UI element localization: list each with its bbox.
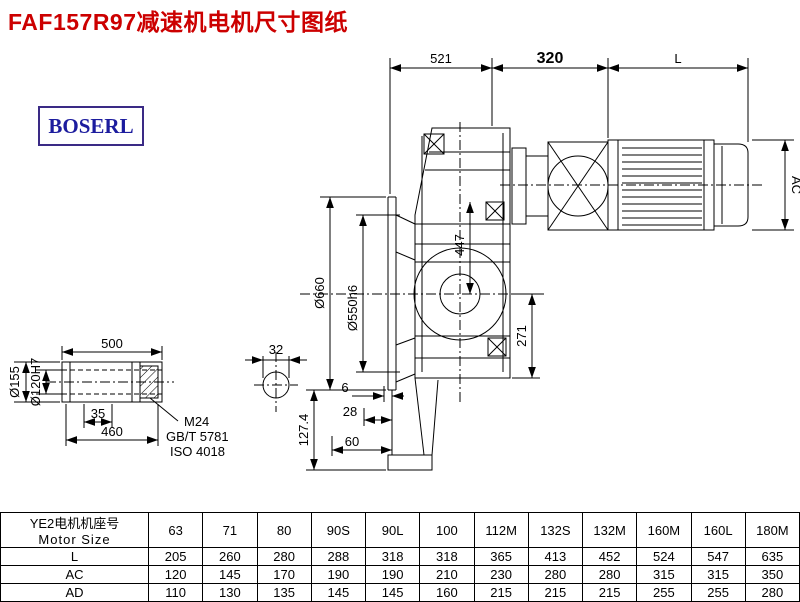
table-cell: 413: [527, 547, 584, 566]
motor-adapter: [511, 141, 609, 231]
mounting-foot: [387, 377, 439, 471]
table-size-header: 160M: [636, 512, 692, 548]
output-flange: [387, 196, 416, 391]
table-cell: 635: [744, 547, 800, 566]
table-cell: 318: [364, 547, 421, 566]
table-size-header: 180M: [744, 512, 800, 548]
table-cell: 160: [419, 583, 475, 602]
top-dimensions: 521 320 L: [389, 50, 749, 194]
table-row-label: AD: [0, 583, 149, 602]
table-cell: 318: [419, 547, 475, 566]
table-cell: 230: [473, 565, 529, 584]
label-bolt-std-gb: GB/T 5781: [166, 429, 229, 444]
dim-label-500: 500: [101, 336, 123, 351]
dim-label-60: 60: [345, 434, 359, 449]
dim-label-447: 447: [452, 234, 467, 256]
dim-label-shaft-bore: Ø120H7: [28, 358, 43, 406]
label-bolt-thread: M24: [184, 414, 209, 429]
table-cell: 145: [364, 583, 421, 602]
table-cell: 255: [690, 583, 746, 602]
table-cell: 260: [202, 547, 258, 566]
page-title: FAF157R97减速机电机尺寸图纸: [8, 9, 349, 35]
dim-label-521: 521: [430, 51, 452, 66]
foot-dimensions: 6 28 60 127.4: [296, 380, 404, 471]
label-bolt-std-iso: ISO 4018: [170, 444, 225, 459]
table-cell: 524: [636, 547, 692, 566]
table-cell: 215: [581, 583, 638, 602]
dim-label-28: 28: [343, 404, 357, 419]
table-row-label: AC: [0, 565, 149, 584]
table-size-header: 80: [256, 512, 312, 548]
table-cell: 215: [527, 583, 584, 602]
dim-label-flange-spigot: Ø550h6: [345, 285, 360, 331]
flange-diameter-dimensions: Ø660 Ø550h6: [312, 196, 400, 391]
dim-label-271: 271: [514, 325, 529, 347]
dim-label-shaft-od: Ø155: [7, 366, 22, 398]
logo-text: BOSERL: [48, 113, 134, 138]
table-size-header: 90L: [364, 512, 421, 548]
dim-label-35: 35: [91, 406, 105, 421]
table-cell: 315: [636, 565, 692, 584]
table-cell: 205: [147, 547, 204, 566]
table-row-label: L: [0, 547, 149, 566]
motor-ac-dimension: AC: [752, 139, 800, 231]
table-cell: 170: [256, 565, 312, 584]
dim-label-460: 460: [101, 424, 123, 439]
table-size-header: 132S: [527, 512, 584, 548]
table-cell: 210: [419, 565, 475, 584]
technical-drawing: 521 320 L AC: [7, 50, 800, 471]
table-cell: 145: [202, 565, 258, 584]
table-cell: 120: [147, 565, 204, 584]
fan-cover: [713, 143, 749, 227]
table-cell: 280: [527, 565, 584, 584]
table-cell: 145: [310, 583, 367, 602]
hollow-shaft-detail: [61, 361, 163, 403]
table-size-header: 90S: [310, 512, 367, 548]
table-cell: 315: [690, 565, 746, 584]
table-size-header: 132M: [581, 512, 638, 548]
table-cell: 280: [581, 565, 638, 584]
motor: [607, 139, 715, 231]
table-size-header: 71: [202, 512, 258, 548]
table-cell: 280: [744, 583, 800, 602]
dim-label-127-4: 127.4: [296, 414, 311, 447]
table-cell: 110: [147, 583, 204, 602]
table-cell: 135: [256, 583, 312, 602]
dim-label-flange-od: Ø660: [312, 277, 327, 309]
table-cell: 452: [581, 547, 638, 566]
table-cell: 215: [473, 583, 529, 602]
dim-label-AC: AC: [789, 176, 800, 194]
table-cell: 190: [310, 565, 367, 584]
logo-boserl: BOSERL: [38, 106, 144, 146]
table-cell: 288: [310, 547, 367, 566]
table-cell: 190: [364, 565, 421, 584]
bolt-callout: M24 GB/T 5781 ISO 4018: [149, 397, 229, 459]
table-size-header: 160L: [690, 512, 746, 548]
input-shaft-end-view: 32: [245, 342, 307, 399]
table-size-header: 100: [419, 512, 475, 548]
table-cell: 280: [256, 547, 312, 566]
table-cell: 130: [202, 583, 258, 602]
table-cell: 365: [473, 547, 529, 566]
table-cell: 547: [690, 547, 746, 566]
shaft-dimensions: 500 Ø155 Ø120H7 35 460: [7, 336, 163, 446]
dim-label-32: 32: [269, 342, 283, 357]
table-size-header: 112M: [473, 512, 529, 548]
dim-label-6: 6: [341, 380, 348, 395]
gearbox-housing: [413, 127, 511, 379]
table-cell: 255: [636, 583, 692, 602]
table-size-header: 63: [147, 512, 204, 548]
dim-label-320: 320: [537, 50, 564, 67]
dim-label-motor-L: L: [674, 51, 681, 66]
table-cell: 350: [744, 565, 800, 584]
center-height-dimensions: 447 271: [452, 202, 540, 379]
